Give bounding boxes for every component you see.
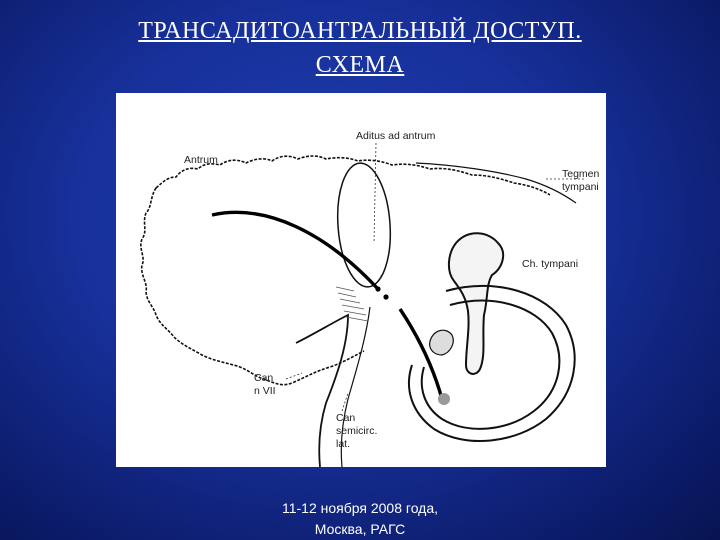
stapes-shape	[429, 329, 454, 356]
tegmen-line	[415, 162, 577, 204]
label-antrum: Antrum	[184, 154, 218, 166]
diagram-drawing: Antrum Aditus ad antrum Tegmen tympani C…	[140, 130, 600, 467]
antrum-lower-outline	[140, 187, 365, 386]
approach-endpoint	[438, 393, 450, 405]
label-aditus: Aditus ad antrum	[356, 130, 436, 142]
label-can-vii-2: n VII	[254, 385, 276, 397]
label-can-semicirc-1: Can	[336, 412, 355, 424]
label-tegmen-2: tympani	[562, 181, 599, 193]
antrum-outline	[155, 155, 551, 196]
footer-line-2: Москва, РАГС	[314, 521, 406, 537]
striated-region	[335, 286, 369, 322]
approach-curve-canal	[398, 308, 444, 400]
slide-title-line-1: ТРАНСАДИТОАНТРАЛЬНЫЙ ДОСТУП.	[138, 18, 582, 44]
anatomical-diagram: Antrum Aditus ad antrum Tegmen tympani C…	[116, 93, 606, 467]
footer-line-1: 11-12 ноября 2008 года,	[281, 500, 439, 516]
label-ch-tympani: Ch. tympani	[522, 258, 578, 270]
semicircular-canal-outer	[408, 284, 576, 443]
pivot-point-2	[383, 294, 389, 300]
label-can-semicirc-3: lat.	[336, 438, 350, 450]
aditus-ellipse	[336, 162, 392, 288]
label-can-vii-1: Can	[254, 372, 273, 384]
slide-title-line-2: СХЕМА	[315, 52, 405, 78]
semicircular-canal-inner	[420, 299, 561, 430]
pivot-point-1	[375, 286, 381, 292]
facial-canal-left	[295, 313, 349, 467]
approach-curve-antrum	[211, 210, 380, 291]
slide-title: ТРАНСАДИТОАНТРАЛЬНЫЙ ДОСТУП. СХЕМА	[0, 14, 720, 82]
label-tegmen-1: Tegmen	[562, 168, 600, 180]
leader-lines	[285, 142, 586, 412]
facial-canal-right	[340, 306, 371, 467]
slide-footer: 11-12 ноября 2008 года, Москва, РАГС	[0, 498, 720, 540]
label-can-semicirc-2: semicirc.	[336, 425, 377, 437]
